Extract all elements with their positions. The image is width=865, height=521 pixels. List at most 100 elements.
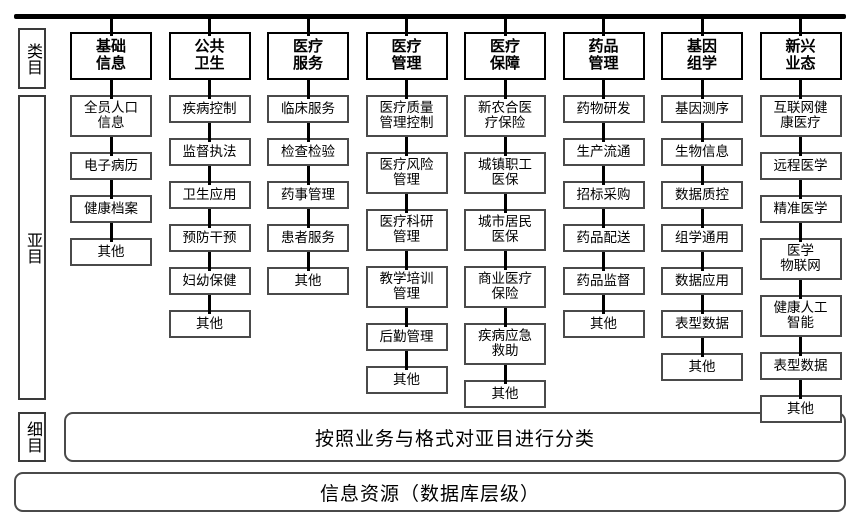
subcategory-box[interactable]: 疾病控制 <box>168 80 251 123</box>
subcategory-box-line: 药物研发 <box>576 100 631 116</box>
connector-line <box>306 123 310 142</box>
subcategory-box[interactable]: 互联网健康医疗 <box>759 80 842 137</box>
subcategory-box-line: 疾病应急 <box>478 328 532 344</box>
category-box-medical-management[interactable]: 医疗管理 <box>365 16 448 80</box>
subcategory-box-line: 电子病历 <box>84 157 138 173</box>
subcategory-box-line: 管理 <box>393 229 420 244</box>
subcategory-box[interactable]: 医疗科研管理 <box>365 194 448 251</box>
connector-line <box>799 380 802 399</box>
subcategory-box[interactable]: 患者服务 <box>267 209 349 252</box>
category-box-drug-management[interactable]: 药品管理 <box>562 16 645 80</box>
subcategory-box[interactable]: 城镇职工医保 <box>464 137 546 194</box>
subcategory-box-line: 药事管理 <box>281 186 335 202</box>
connector-line <box>700 252 704 271</box>
category-box-line: 管理 <box>391 55 422 72</box>
connector-line <box>602 295 605 314</box>
connector-line <box>700 338 704 357</box>
subcategory-box[interactable]: 其他 <box>70 223 152 266</box>
subcategory-box[interactable]: 远程医学 <box>759 137 842 180</box>
connector-line <box>799 80 802 99</box>
subcategory-box[interactable]: 新农合医疗保险 <box>464 80 546 137</box>
subcategory-box-line: 其他 <box>294 272 322 288</box>
subcategory-box-line: 管理控制 <box>379 115 434 130</box>
subcategory-list-medical-insurance: 新农合医疗保险城镇职工医保城市居民医保商业医疗保险疾病应急救助其他 <box>464 80 546 408</box>
subcategory-box[interactable]: 生物信息 <box>661 123 743 166</box>
connector-trunk-to-emerging-business <box>799 16 802 36</box>
connector-line <box>405 251 408 270</box>
subcategory-box[interactable]: 组学通用 <box>661 209 743 252</box>
connector-line <box>306 209 310 228</box>
subcategory-box-line: 健康人工 <box>773 300 828 316</box>
connector-line <box>700 166 704 185</box>
subcategory-box[interactable]: 药品监督 <box>562 252 645 295</box>
connector-line <box>700 209 704 228</box>
subcategory-box[interactable]: 健康档案 <box>70 180 152 223</box>
subcategory-box[interactable]: 妇幼保健 <box>168 252 251 295</box>
subcategory-box-line: 其他 <box>688 358 716 374</box>
subcategory-box-line: 城镇职工 <box>478 157 532 173</box>
subcategory-box[interactable]: 数据质控 <box>661 166 743 209</box>
subcategory-box[interactable]: 其他 <box>365 351 448 394</box>
subcategory-box[interactable]: 招标采购 <box>562 166 645 209</box>
subcategory-box[interactable]: 其他 <box>168 295 251 338</box>
subcategory-box[interactable]: 检查检验 <box>267 123 349 166</box>
subcategory-box[interactable]: 电子病历 <box>70 137 152 180</box>
connector-trunk-to-drug-management <box>602 16 605 36</box>
subcategory-box[interactable]: 药物研发 <box>562 80 645 123</box>
subcategory-box[interactable]: 预防干预 <box>168 209 251 252</box>
category-box-genomics[interactable]: 基因组学 <box>661 16 743 80</box>
column-medical-insurance: 医疗保障新农合医疗保险城镇职工医保城市居民医保商业医疗保险疾病应急救助其他 <box>464 16 546 423</box>
subcategory-box[interactable]: 其他 <box>661 338 743 381</box>
subcategory-box-line: 数据质控 <box>675 186 729 202</box>
subcategory-box[interactable]: 卫生应用 <box>168 166 251 209</box>
category-box-medical-service[interactable]: 医疗服务 <box>267 16 349 80</box>
subcategory-box[interactable]: 疾病应急救助 <box>464 308 546 365</box>
subcategory-box[interactable]: 数据应用 <box>661 252 743 295</box>
connector-line <box>799 337 802 356</box>
subcategory-box[interactable]: 表型数据 <box>661 295 743 338</box>
subcategory-box-line: 招标采购 <box>576 186 631 202</box>
subcategory-box[interactable]: 后勤管理 <box>365 308 448 351</box>
subcategory-box[interactable]: 商业医疗保险 <box>464 251 546 308</box>
subcategory-box-line: 组学通用 <box>675 229 729 245</box>
subcategory-box[interactable]: 健康人工智能 <box>759 280 842 337</box>
subcategory-box[interactable]: 监督执法 <box>168 123 251 166</box>
category-box-public-health[interactable]: 公共卫生 <box>168 16 251 80</box>
subcategory-box[interactable]: 全员人口信息 <box>70 80 152 137</box>
connector-line <box>602 166 605 185</box>
connector-line <box>109 137 113 156</box>
connector-line <box>799 180 802 199</box>
column-medical-service: 医疗服务临床服务检查检验药事管理患者服务其他 <box>267 16 349 310</box>
subcategory-box[interactable]: 生产流通 <box>562 123 645 166</box>
subcategory-box-line: 检查检验 <box>281 143 335 159</box>
category-box-medical-insurance[interactable]: 医疗保障 <box>464 16 546 80</box>
category-box-emerging-business[interactable]: 新兴业态 <box>759 16 842 80</box>
connector-line <box>405 308 408 327</box>
side-label-subcategory: 亚目 <box>18 95 46 400</box>
column-public-health: 公共卫生疾病控制监督执法卫生应用预防干预妇幼保健其他 <box>168 16 251 353</box>
subcategory-list-medical-service: 临床服务检查检验药事管理患者服务其他 <box>267 80 349 295</box>
subcategory-box[interactable]: 医疗质量管理控制 <box>365 80 448 137</box>
subcategory-box-line: 表型数据 <box>773 357 828 373</box>
subcategory-box[interactable]: 基因测序 <box>661 80 743 123</box>
subcategory-box[interactable]: 教学培训管理 <box>365 251 448 308</box>
subcategory-box[interactable]: 其他 <box>267 252 349 295</box>
subcategory-box[interactable]: 表型数据 <box>759 337 842 380</box>
subcategory-box[interactable]: 医学物联网 <box>759 223 842 280</box>
subcategory-box[interactable]: 其他 <box>759 380 842 423</box>
subcategory-box-line: 药品监督 <box>576 272 631 288</box>
subcategory-box-line: 预防干预 <box>182 229 237 245</box>
subcategory-box[interactable]: 其他 <box>562 295 645 338</box>
connector-line <box>799 280 802 299</box>
subcategory-box[interactable]: 药品配送 <box>562 209 645 252</box>
subcategory-box-line: 卫生应用 <box>182 186 237 202</box>
connector-line <box>405 80 408 99</box>
subcategory-box[interactable]: 临床服务 <box>267 80 349 123</box>
category-box-basic-information[interactable]: 基础信息 <box>70 16 152 80</box>
connector-line <box>503 251 507 270</box>
subcategory-box[interactable]: 药事管理 <box>267 166 349 209</box>
subcategory-box[interactable]: 医疗风险管理 <box>365 137 448 194</box>
subcategory-box[interactable]: 城市居民医保 <box>464 194 546 251</box>
subcategory-box[interactable]: 其他 <box>464 365 546 408</box>
subcategory-box[interactable]: 精准医学 <box>759 180 842 223</box>
